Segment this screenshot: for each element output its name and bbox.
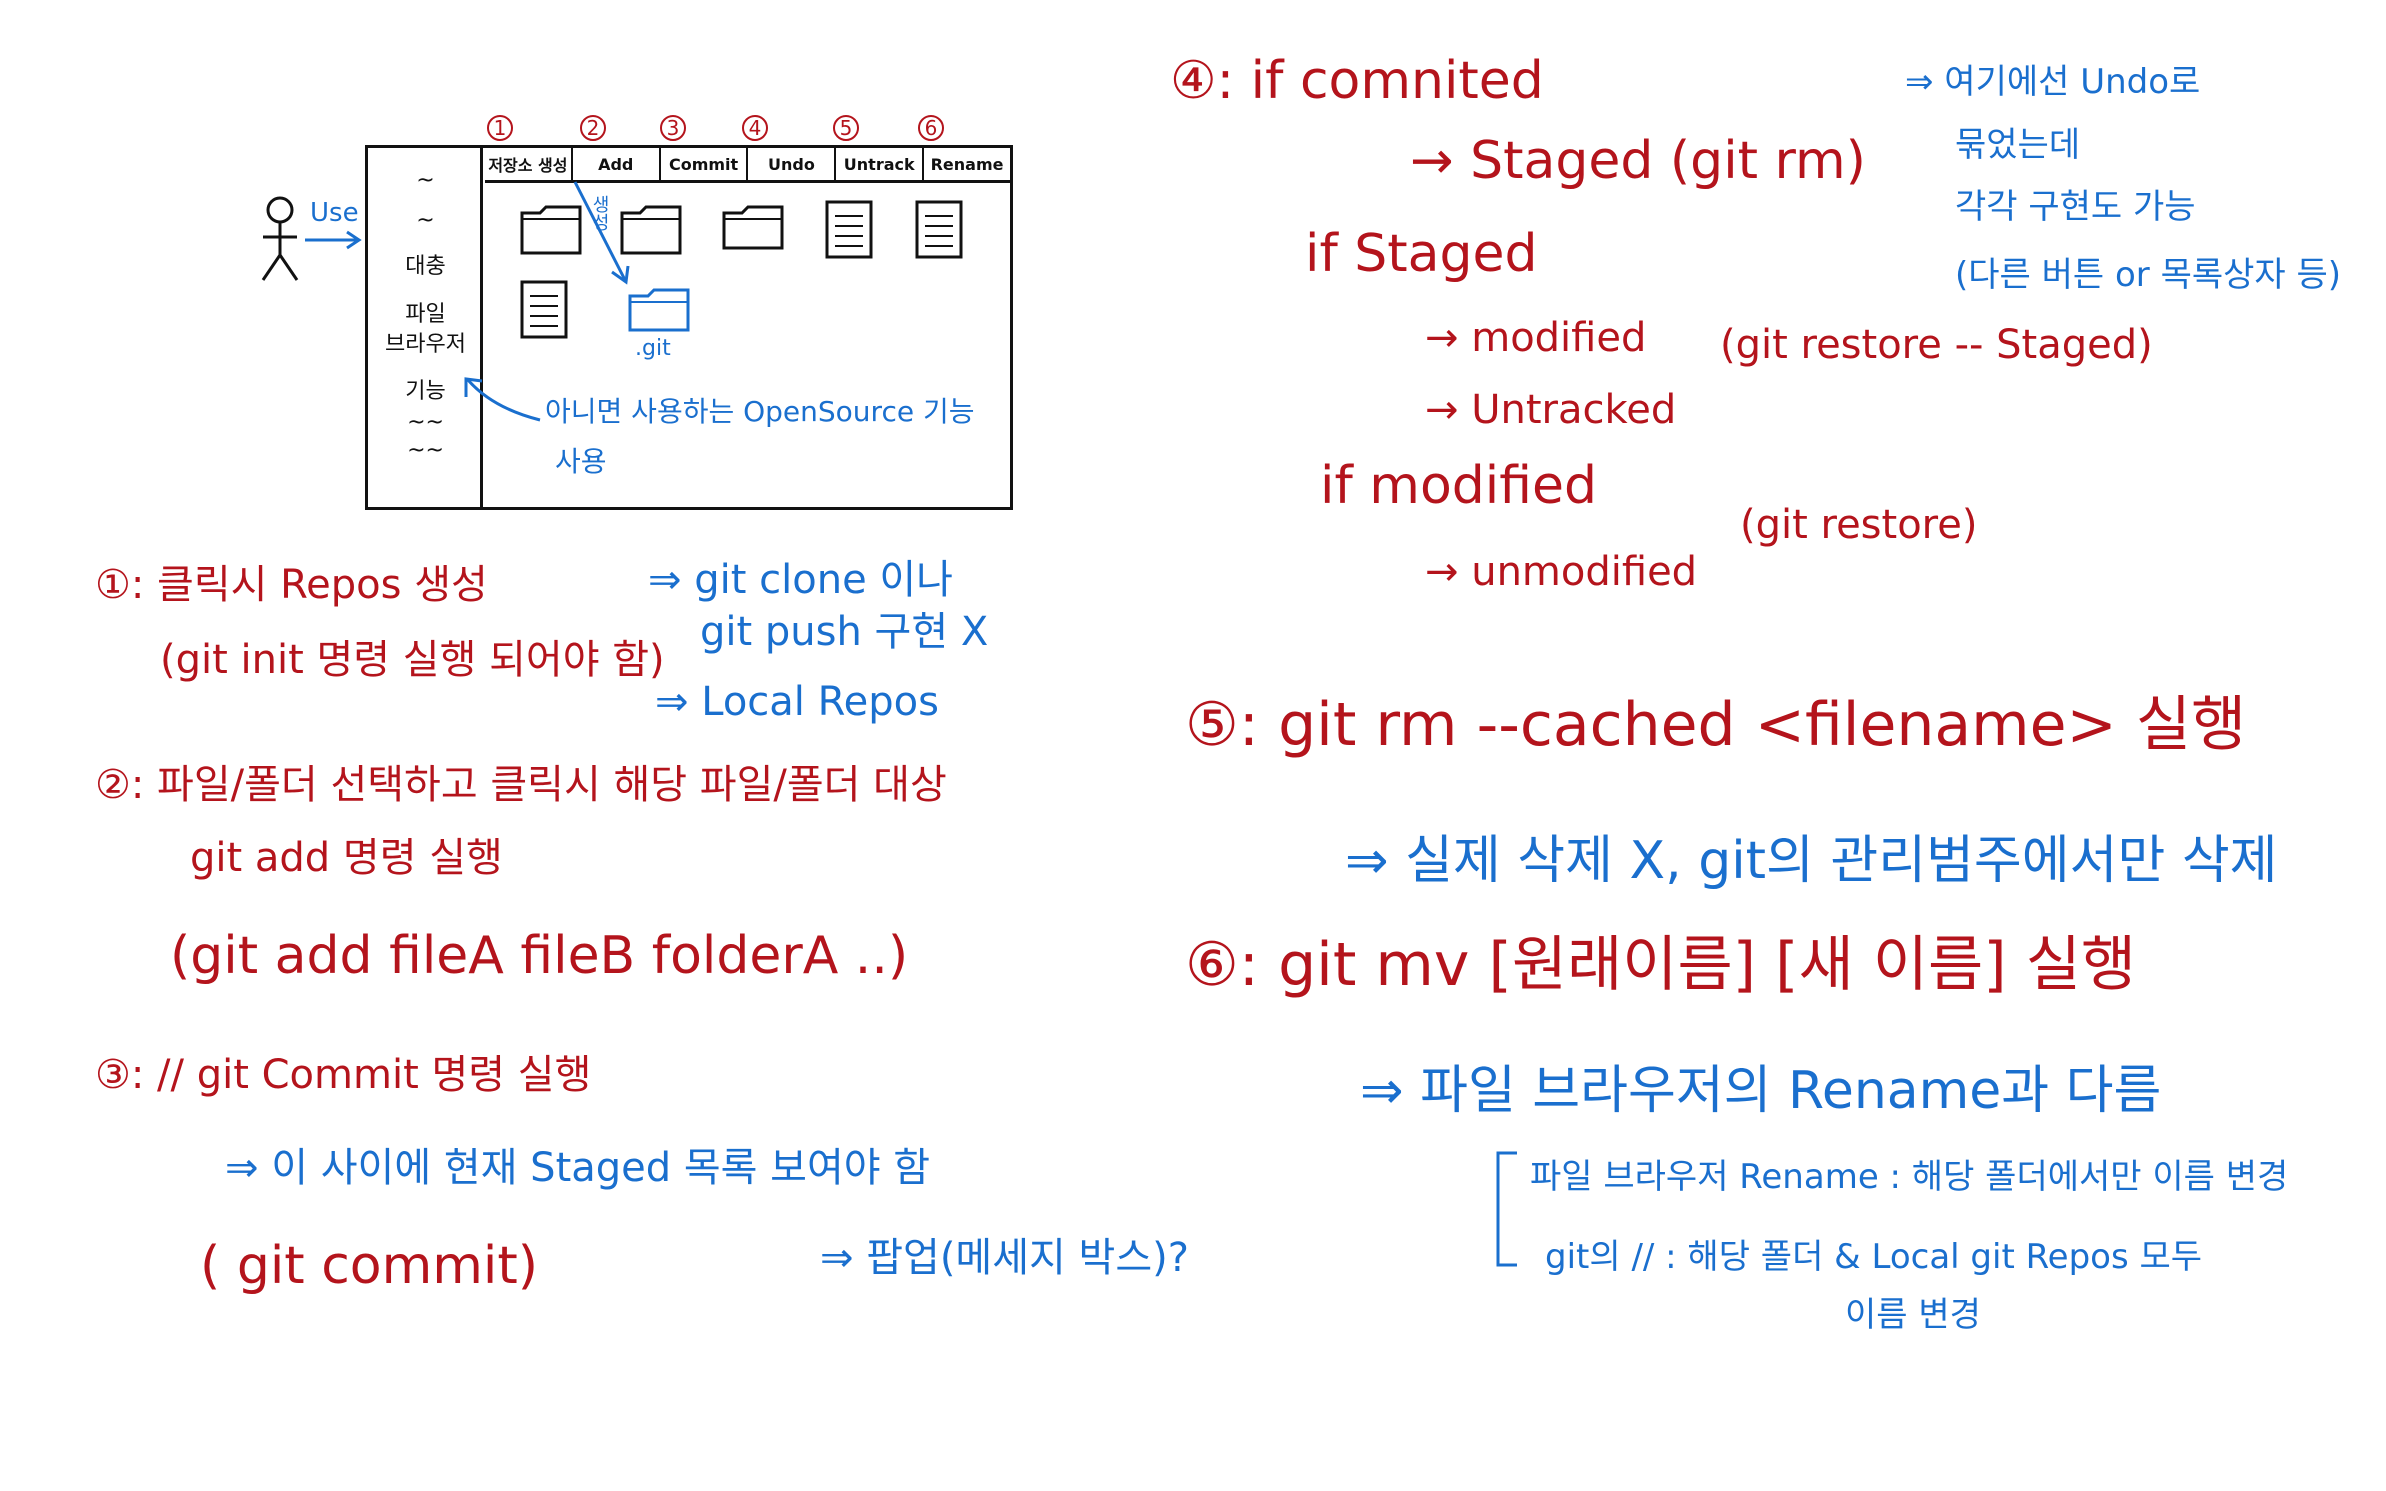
note-5-detail: ⇒ 실제 삭제 X, git의 관리범주에서만 삭제 <box>1345 831 2278 891</box>
tab-rename[interactable]: Rename <box>930 154 1004 174</box>
file-icon[interactable] <box>825 200 875 260</box>
app-mockup-window: ~ ~ 대충 파일 브라우저 기능 ~~ ~~ 저장소 생성 Add Commi… <box>365 145 1013 510</box>
tab-number-6: 6 <box>918 115 944 141</box>
tab-number-5: 5 <box>833 115 859 141</box>
note-4-staged: → Staged (git rm) <box>1410 131 1866 191</box>
note-1-detail: (git init 명령 실행 되어야 함) <box>160 637 665 683</box>
tab-number-4: 4 <box>742 115 768 141</box>
note-1-clone: ⇒ git clone 이나 <box>648 557 953 603</box>
note-4-side-3: 각각 구현도 가능 <box>1955 187 2196 227</box>
sidebar-item: ~ <box>416 208 435 233</box>
note-4-side-2: 묶었는데 <box>1955 125 2081 165</box>
note-2-title: ②: 파일/폴더 선택하고 클릭시 해당 파일/폴더 대상 <box>95 762 947 808</box>
note-6-git: git의 // : 해당 폴더 & Local git Repos 모두 <box>1545 1237 2203 1277</box>
git-folder-icon[interactable] <box>628 288 693 333</box>
sidebar-item: 파일 <box>405 302 446 327</box>
note-2-cmd: git add 명령 실행 <box>190 835 503 881</box>
sidebar-item: 브라우저 <box>385 332 466 357</box>
create-label: 생성 <box>589 195 610 231</box>
user-stick-figure-icon <box>261 196 299 281</box>
note-6-rename: 이름 변경 <box>1845 1295 1981 1335</box>
note-4-if-staged: if Staged <box>1305 224 1538 284</box>
note-3-popup: ⇒ 팝업(메세지 박스)? <box>820 1235 1189 1281</box>
sidebar-item: ~ <box>416 168 435 193</box>
file-icon[interactable] <box>520 280 570 340</box>
tab-number-1: 1 <box>487 115 513 141</box>
sidebar-item: ~~ <box>407 438 444 463</box>
create-arrow-icon <box>573 181 630 285</box>
folder-icon[interactable] <box>620 205 685 255</box>
tab-commit[interactable]: Commit <box>661 148 749 180</box>
sidebar-item: 기능 <box>405 379 446 404</box>
sidebar-item: ~~ <box>407 410 444 435</box>
pointer-arrow-icon <box>464 377 541 422</box>
note-4-modified: → modified <box>1425 315 1647 361</box>
tab-number-2: 2 <box>580 115 606 141</box>
note-1-push: git push 구현 X <box>700 609 989 655</box>
note-4-title: ④: if comnited <box>1170 51 1544 111</box>
note-3-cmd: ( git commit) <box>200 1236 539 1296</box>
use-label: Use <box>310 198 359 228</box>
note-1-local: ⇒ Local Repos <box>655 679 939 725</box>
folder-icon[interactable] <box>722 205 787 250</box>
git-folder-label: .git <box>635 336 671 361</box>
note-2-example: (git add fileA fileB folderA ..) <box>170 926 909 986</box>
note-3-title: ③: // git Commit 명령 실행 <box>95 1052 592 1098</box>
file-icon[interactable] <box>915 200 965 260</box>
note-4-side-4: (다른 버튼 or 목록상자 등) <box>1955 255 2342 295</box>
note-6-browser: 파일 브라우저 Rename : 해당 폴더에서만 이름 변경 <box>1530 1157 2289 1197</box>
note-4-side-1: ⇒ 여기에선 Undo로 <box>1905 62 2201 102</box>
tab-create-repo[interactable]: 저장소 생성 <box>485 148 573 180</box>
sidebar-item: 대충 <box>405 254 446 279</box>
note-4-if-modified: if modified <box>1320 456 1597 516</box>
note-6-title: ⑥: git mv [원래이름] [새 이름] 실행 <box>1185 930 2137 1000</box>
tab-untrack[interactable]: Untrack <box>836 148 925 180</box>
use-arrow-icon <box>305 230 362 250</box>
note-6-diff: ⇒ 파일 브라우저의 Rename과 다름 <box>1360 1061 2162 1121</box>
folder-icon[interactable] <box>520 205 585 255</box>
tab-undo[interactable]: Undo <box>748 148 837 180</box>
note-4-restore-staged: (git restore -- Staged) <box>1720 322 2153 368</box>
note-4-unmodified: → unmodified <box>1425 549 1698 595</box>
note-4-untracked: → Untracked <box>1425 387 1677 433</box>
note-3-staged: ⇒ 이 사이에 현재 Staged 목록 보여야 함 <box>225 1145 931 1191</box>
opensource-note-2: 사용 <box>555 445 607 478</box>
note-5-title: ⑤: git rm --cached <filename> 실행 <box>1185 690 2247 760</box>
mockup-sidebar: ~ ~ 대충 파일 브라우저 기능 ~~ ~~ <box>368 148 483 507</box>
mockup-toolbar: 저장소 생성 Add Commit Undo Untrack Rename <box>485 148 1010 183</box>
note-4-restore: (git restore) <box>1740 502 1978 548</box>
bracket-icon <box>1496 1151 1517 1267</box>
opensource-note: 아니면 사용하는 OpenSource 기능 <box>545 395 975 428</box>
note-1-title: ①: 클릭시 Repos 생성 <box>95 562 488 608</box>
tab-number-3: 3 <box>660 115 686 141</box>
tab-add[interactable]: Add <box>573 148 661 180</box>
